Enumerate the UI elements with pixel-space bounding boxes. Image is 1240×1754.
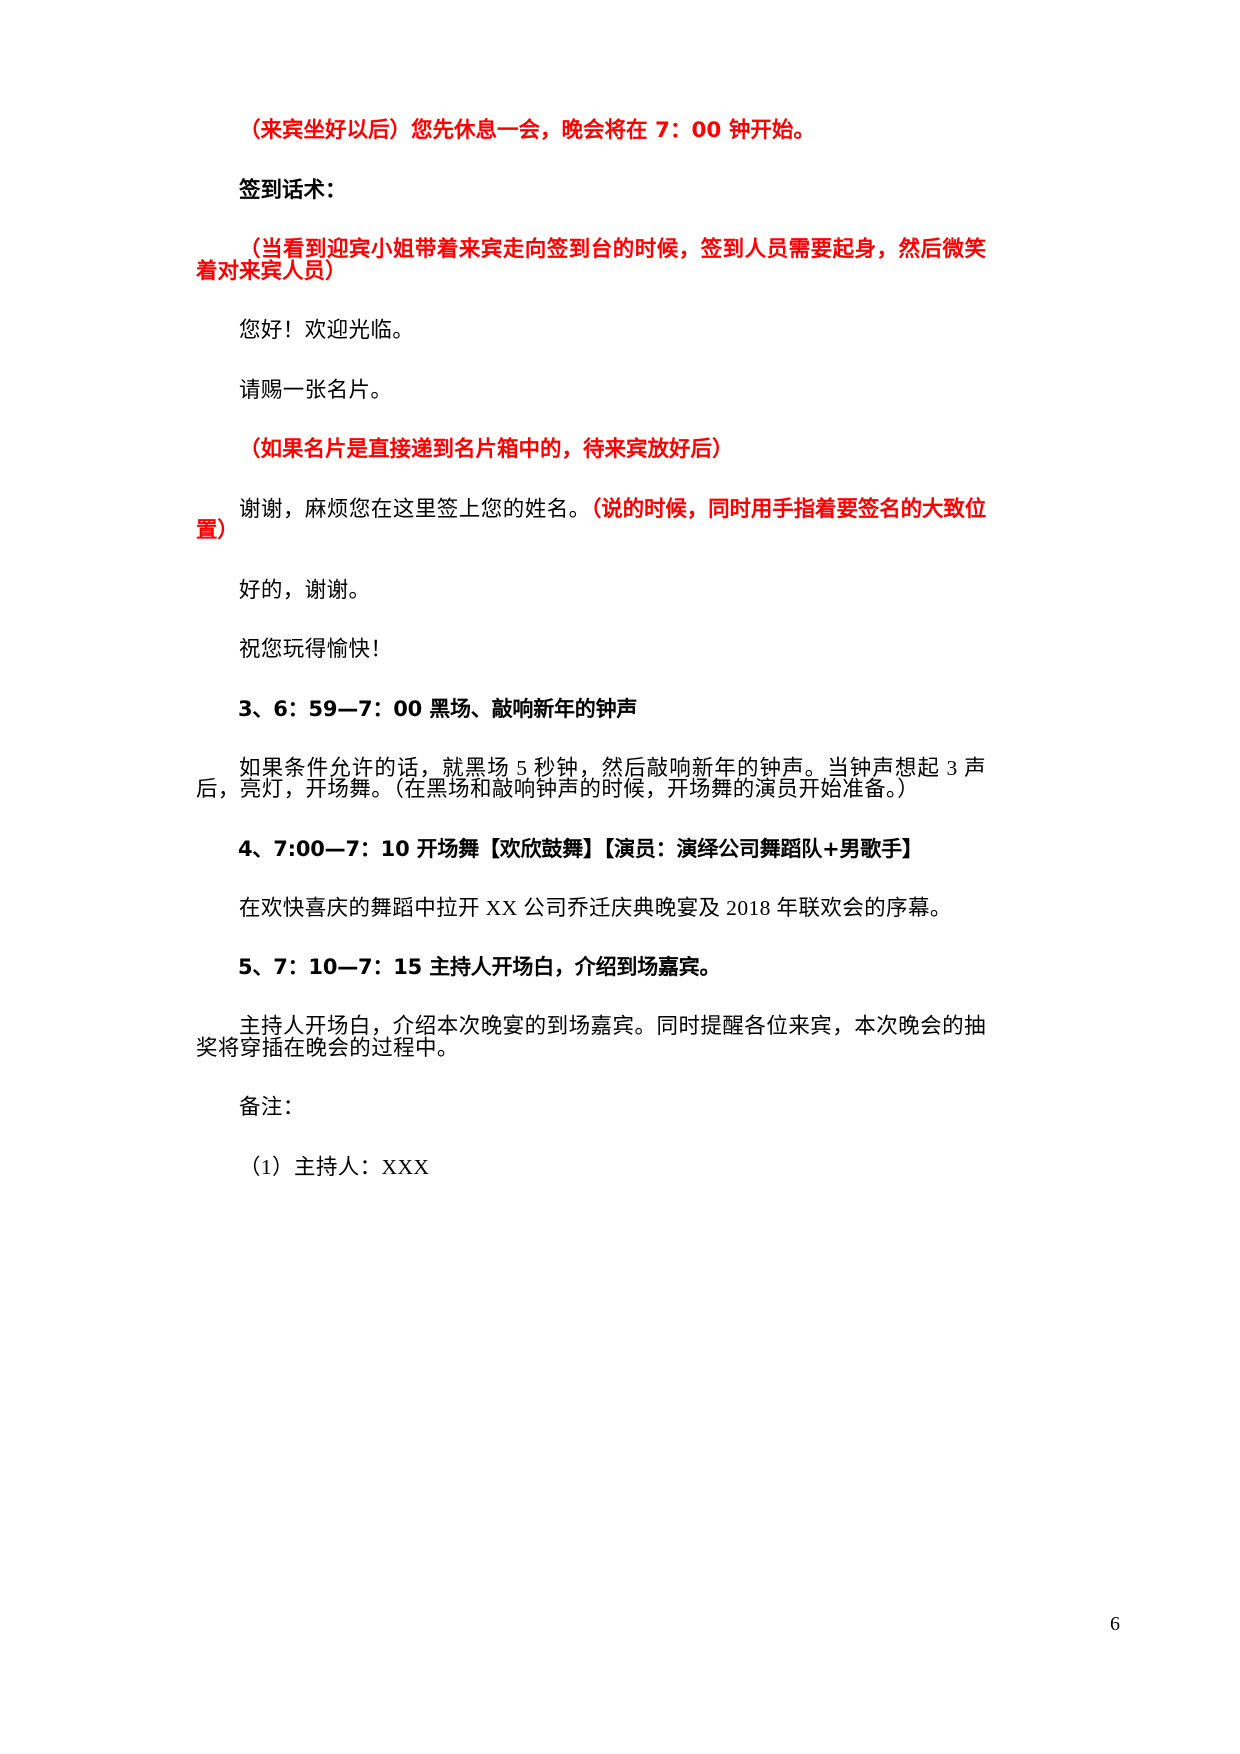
paragraph-greeting-enjoy: 祝您玩得愉快！ <box>239 637 393 661</box>
sign-name-black-text: 谢谢，麻烦您在这里签上您的姓名。 <box>239 496 591 521</box>
paragraph-remarks-item-1: （1）主持人：XXX <box>239 1154 430 1179</box>
paragraph-rest-notice: （来宾坐好以后）您先休息一会，晚会将在 7：00 钟开始。 <box>239 118 815 143</box>
paragraph-greeting-hello: 您好！欢迎光临。 <box>239 318 415 342</box>
paragraph-greeting-card-request: 请赐一张名片。 <box>239 377 393 402</box>
heading-signin-script: 签到话术： <box>239 177 347 203</box>
paragraph-card-box-direction: （如果名片是直接递到名片箱中的，待来宾放好后） <box>239 437 734 462</box>
heading-item-4: 4、7:00—7：10 开场舞【欢欣鼓舞】【演员：演绎公司舞蹈队+男歌手】 <box>238 836 923 861</box>
paragraph-item-4-body: 在欢快喜庆的舞蹈中拉开 XX 公司乔迁庆典晚宴及 2018 年联欢会的序幕。 <box>239 895 952 920</box>
heading-item-5: 5、7：10—7：15 主持人开场白，介绍到场嘉宾。 <box>238 955 721 979</box>
paragraph-item-3-body: 如果条件允许的话，就黑场 5 秒钟，然后敲响新年的钟声。当钟声想起 3 声后，亮… <box>196 755 986 801</box>
heading-item-3: 3、6：59—7：00 黑场、敲响新年的钟声 <box>238 696 638 721</box>
paragraph-item-5-body: 主持人开场白，介绍本次晚宴的到场嘉宾。同时提醒各位来宾，本次晚会的抽奖将穿插在晚… <box>196 1014 986 1060</box>
document-body: （来宾坐好以后）您先休息一会，晚会将在 7：00 钟开始。 签到话术： （当看到… <box>196 120 986 1178</box>
paragraph-greeting-ok-thanks: 好的，谢谢。 <box>239 577 371 602</box>
sign-name-red-annotation: （说的时候，同时用手指着要签名的大致位置） <box>196 496 987 543</box>
paragraph-remarks-label: 备注： <box>239 1095 305 1119</box>
paragraph-signin-stage-direction: （当看到迎宾小姐带着来宾走向签到台的时候，签到人员需要起身，然后微笑着对来宾人员… <box>196 237 986 284</box>
page-number: 6 <box>1110 1613 1120 1635</box>
paragraph-sign-name-request: 谢谢，麻烦您在这里签上您的姓名。（说的时候，同时用手指着要签名的大致位置） <box>196 496 987 543</box>
